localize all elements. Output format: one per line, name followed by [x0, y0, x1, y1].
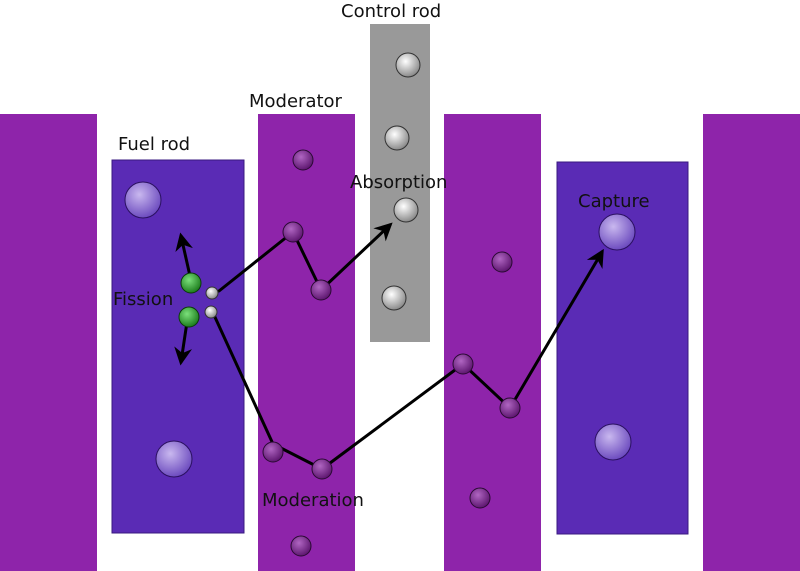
- fission-fragment: [180, 272, 202, 294]
- moderator-atom-collision: [310, 279, 332, 301]
- label-fuel-rod: Fuel rod: [118, 134, 190, 155]
- moderator-slab-left: [0, 114, 97, 571]
- fission-fragment-arrow-up: [175, 232, 193, 278]
- moderator-atom: [290, 535, 312, 557]
- label-capture: Capture: [578, 191, 650, 212]
- label-absorption: Absorption: [350, 172, 447, 193]
- moderator-atom-collision: [499, 397, 521, 419]
- label-moderation: Moderation: [262, 490, 364, 511]
- label-control-rod: Control rod: [341, 1, 441, 22]
- fuel-atom: [598, 213, 636, 251]
- fuel-atom: [594, 423, 632, 461]
- moderator-atom: [491, 251, 513, 273]
- control-rod-atom: [393, 197, 419, 223]
- label-moderator: Moderator: [249, 91, 343, 112]
- moderator-atom-collision: [452, 353, 474, 375]
- label-fission: Fission: [113, 289, 173, 310]
- fission-fragment: [178, 306, 200, 328]
- fuel-atom: [124, 181, 162, 219]
- moderator-slab-center-left: [258, 114, 355, 571]
- moderator-atom-collision: [262, 441, 284, 463]
- moderator-slab-right: [703, 114, 800, 571]
- moderator-atom: [292, 149, 314, 171]
- control-rod-atom: [384, 125, 410, 151]
- control-rod-atom: [395, 52, 421, 78]
- neutron: [204, 305, 218, 319]
- neutron: [205, 286, 219, 300]
- moderator-slab-center-right: [444, 114, 541, 571]
- control-rod-atom: [381, 285, 407, 311]
- moderator-atom: [469, 487, 491, 509]
- moderator-atom-collision: [311, 458, 333, 480]
- fuel-atom: [155, 440, 193, 478]
- neutron-path-absorption: [217, 222, 393, 293]
- moderator-atom-collision: [282, 221, 304, 243]
- neutron-path-capture: [212, 248, 604, 471]
- fission-fragment-arrow-down: [174, 320, 193, 366]
